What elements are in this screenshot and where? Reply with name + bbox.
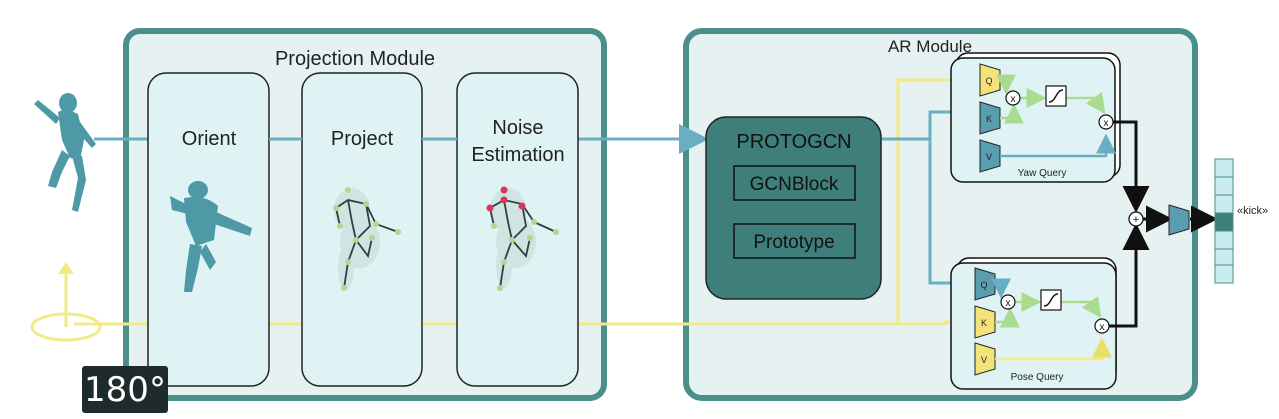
ar-module-title: AR Module [888, 37, 972, 56]
yaw-attention-arrows [996, 74, 1116, 158]
yaw-rotation-icon [30, 262, 102, 342]
classifier-trapezoid [1168, 204, 1190, 236]
fusion-plus-label: + [1133, 214, 1139, 226]
rotation-degree-badge: 180° [82, 366, 168, 413]
protogcn-block [705, 116, 882, 300]
yaw-q-label: Q [985, 76, 992, 86]
pose-k-trapezoid [974, 305, 996, 339]
pose-multiply-node-1 [1000, 294, 1016, 310]
yaw-k-label: K [986, 114, 992, 124]
yaw-v-label: V [986, 152, 992, 162]
prototype-box [733, 223, 856, 259]
protogcn-title: PROTOGCN [736, 131, 851, 153]
pose-k-label: K [981, 318, 987, 328]
yaw-k-trapezoid [979, 101, 1001, 135]
oriented-person-figure [170, 181, 252, 292]
output-vector [1214, 158, 1234, 284]
gcnblock-label: GCNBlock [750, 174, 839, 195]
orient-label: Orient [182, 128, 237, 150]
pose-multiply-label-1: x [1006, 298, 1011, 309]
pose-v-trapezoid [974, 342, 996, 376]
pose-query-label: Pose Query [1011, 372, 1064, 383]
project-label: Project [331, 128, 394, 150]
noise-label-line1: Noise [492, 117, 543, 139]
yaw-multiply-label-2: x [1104, 118, 1109, 129]
pose-v-label: V [981, 355, 987, 365]
fusion-plus-node [1128, 211, 1144, 227]
yaw-query-block [950, 52, 1121, 183]
yaw-query-label: Yaw Query [1018, 168, 1067, 179]
yaw-v-trapezoid [979, 139, 1001, 173]
pose-q-label: Q [980, 280, 987, 290]
projection-module-title: Projection Module [275, 48, 435, 70]
pose-multiply-label-2: x [1100, 322, 1105, 333]
fusion-arrows [1109, 120, 1218, 328]
prototype-label: Prototype [753, 232, 834, 253]
yaw-multiply-label-1: x [1011, 94, 1016, 105]
input-person-figure [34, 93, 96, 212]
noise-label-line2: Estimation [471, 144, 564, 166]
output-label: «kick» [1237, 205, 1268, 217]
yaw-multiply-node-1 [1005, 90, 1021, 106]
noise-skeleton-figure [486, 186, 559, 291]
gcnblock-box [733, 165, 856, 201]
projected-skeleton-figure [333, 187, 401, 291]
pose-attention-arrows [991, 278, 1112, 361]
